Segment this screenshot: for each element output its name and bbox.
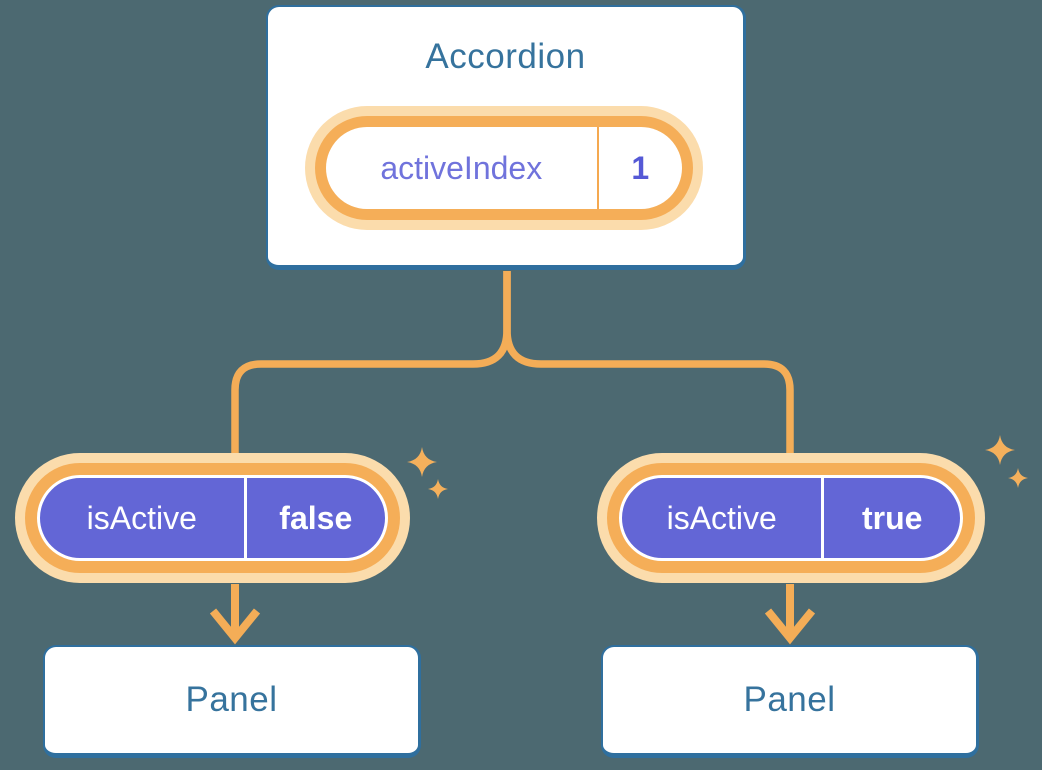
accordion-component-box: Accordion activeIndex 1 (266, 5, 746, 270)
prop-pill-body: isActive true (619, 475, 963, 561)
panel-component-box-left: Panel (43, 645, 421, 758)
panel-component-box-right: Panel (601, 645, 979, 758)
prop-pill-isactive-false: isActive false (25, 463, 400, 573)
panel-title: Panel (185, 680, 278, 719)
state-pill-label: activeIndex (380, 149, 543, 186)
prop-pill-body: isActive false (37, 475, 388, 561)
panel-title: Panel (743, 680, 836, 719)
tree-connector-right-line (503, 271, 794, 454)
prop-pill-value: false (279, 499, 353, 536)
prop-pill-value: true (861, 499, 923, 536)
prop-pill-divider (243, 478, 247, 558)
state-pill-body: activeIndex 1 (326, 127, 682, 209)
prop-pill-label: isActive (86, 499, 197, 536)
sparkle-icon (985, 435, 1028, 488)
arrow-down-icon (764, 584, 816, 645)
tree-connector-left-line (231, 271, 511, 454)
sparkle-icon (407, 447, 448, 499)
state-pill-activeindex: activeIndex 1 (315, 116, 693, 220)
arrow-down-icon (209, 584, 261, 645)
prop-pill-isactive-true: isActive true (607, 463, 975, 573)
prop-pill-divider (821, 478, 825, 558)
prop-pill-label: isActive (666, 499, 777, 536)
state-pill-value: 1 (631, 149, 650, 186)
accordion-title: Accordion (425, 37, 586, 76)
state-pill-divider (596, 127, 599, 209)
